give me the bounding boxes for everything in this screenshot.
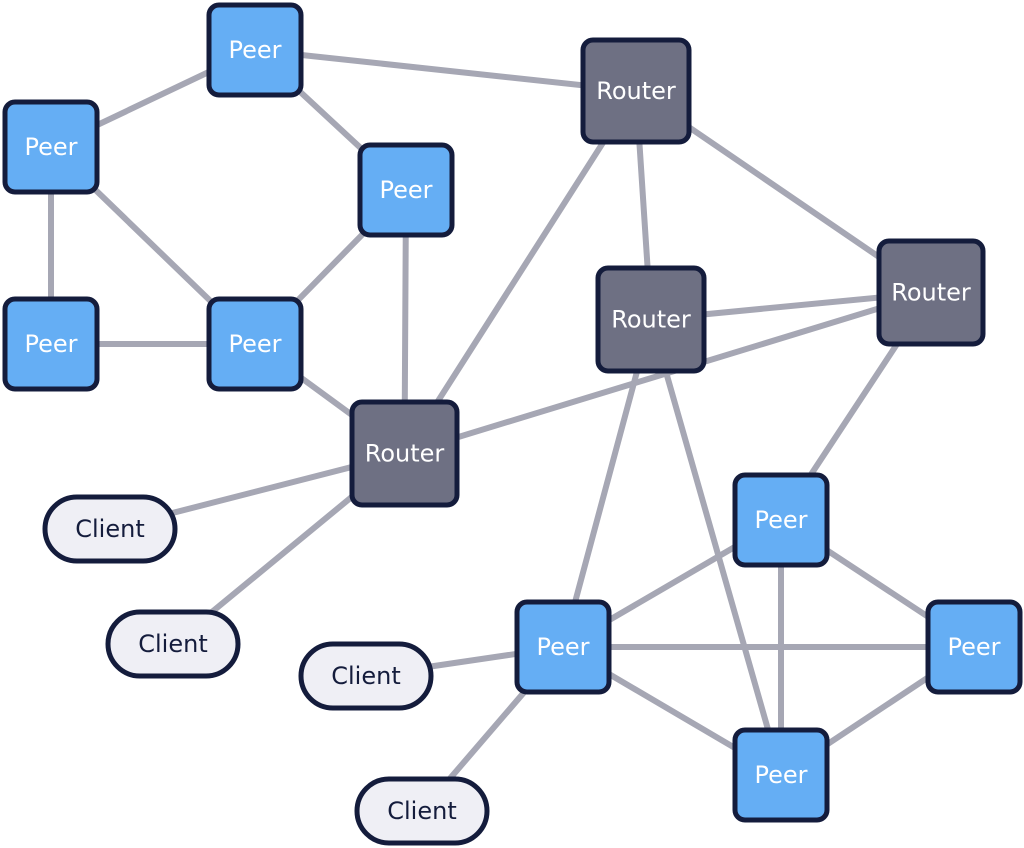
peer-box [514, 599, 612, 695]
peer-label: Peer [228, 36, 281, 64]
edge-r1-r4 [401, 88, 639, 457]
router-box [595, 265, 707, 374]
router-label: Router [596, 77, 676, 105]
peer-label: Peer [24, 133, 77, 161]
client-label: Client [75, 515, 144, 543]
client-node-c2: Client [105, 609, 241, 679]
client-label: Client [138, 630, 207, 658]
peer-label: Peer [379, 176, 432, 204]
router-node-r3: Router [595, 265, 707, 374]
router-label: Router [611, 306, 691, 334]
edge-p1-r1 [252, 47, 639, 94]
peer-box [732, 472, 830, 568]
peer-node-p5: Peer [206, 296, 304, 392]
peer-box [357, 142, 455, 238]
router-node-r1: Router [580, 37, 692, 145]
edge-layer [48, 47, 977, 814]
peer-box [206, 2, 304, 98]
client-label: Client [387, 797, 456, 825]
router-box [580, 37, 692, 145]
peer-node-p1: Peer [206, 2, 304, 98]
router-label: Router [891, 279, 971, 307]
peer-node-p4: Peer [2, 296, 100, 392]
client-node-c1: Client [42, 494, 178, 564]
peer-label: Peer [754, 506, 807, 534]
edge-r3-p8 [648, 316, 784, 778]
peer-node-p3: Peer [357, 142, 455, 238]
peer-node-p2: Peer [2, 99, 100, 195]
client-node-c3: Client [298, 641, 434, 711]
peer-node-p8: Peer [732, 727, 830, 823]
peer-label: Peer [536, 633, 589, 661]
peer-node-p9: Peer [925, 599, 1023, 695]
peer-label: Peer [24, 330, 77, 358]
edge-r3-p6 [560, 316, 654, 650]
client-box [298, 641, 434, 711]
client-box [354, 776, 490, 846]
peer-box [925, 599, 1023, 695]
router-label: Router [365, 440, 445, 468]
peer-box [732, 727, 830, 823]
peer-node-p7: Peer [732, 472, 830, 568]
router-node-r2: Router [876, 238, 986, 347]
peer-box [2, 99, 100, 195]
client-box [105, 609, 241, 679]
peer-label: Peer [947, 633, 1000, 661]
client-box [42, 494, 178, 564]
peer-node-p6: Peer [514, 599, 612, 695]
router-box [349, 399, 460, 508]
peer-box [2, 296, 100, 392]
peer-label: Peer [754, 761, 807, 789]
client-label: Client [331, 662, 400, 690]
router-node-r4: Router [349, 399, 460, 508]
peer-box [206, 296, 304, 392]
peer-label: Peer [228, 330, 281, 358]
router-box [876, 238, 986, 347]
client-node-c4: Client [354, 776, 490, 846]
